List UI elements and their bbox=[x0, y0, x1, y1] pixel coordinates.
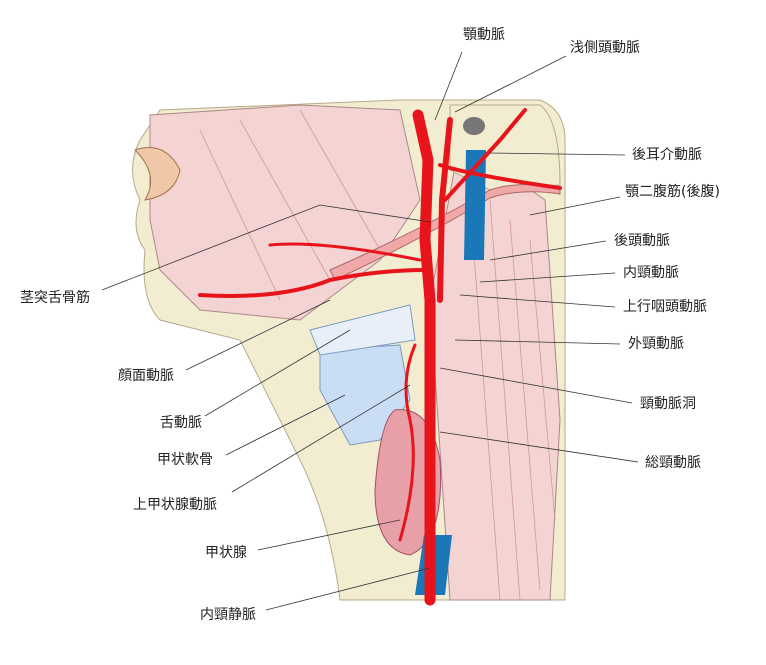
lingual-artery bbox=[268, 242, 422, 262]
superior-thyroid-artery bbox=[398, 343, 417, 542]
label-common-carotid-artery: 総頸動脈 bbox=[645, 455, 701, 471]
label-superficial-temporal-artery: 浅側頭動脈 bbox=[570, 40, 640, 56]
label-lingual-artery: 舌動脈 bbox=[160, 415, 202, 431]
leader-lines bbox=[101, 51, 639, 611]
label-superior-thyroid-artery: 上甲状腺動脈 bbox=[133, 497, 217, 513]
label-facial-artery: 顔面動脈 bbox=[118, 368, 174, 384]
label-digastric-posterior-belly: 顎二腹筋(後腹) bbox=[625, 184, 720, 200]
posterior-auricular-artery bbox=[438, 163, 562, 190]
label-thyroid-cartilage: 甲状軟骨 bbox=[157, 452, 213, 468]
label-ascending-pharyngeal-artery: 上行咽頭動脈 bbox=[623, 299, 707, 315]
label-internal-carotid-artery: 内頸動脈 bbox=[623, 265, 679, 281]
label-thyroid-gland: 甲状腺 bbox=[205, 545, 247, 561]
muscle-fibers bbox=[199, 109, 556, 601]
label-stylohyoid-muscle: 茎突舌骨筋 bbox=[20, 290, 90, 306]
common-carotid-artery bbox=[412, 109, 436, 606]
hyoid-bone bbox=[309, 304, 416, 356]
label-external-carotid-artery: 外頸動脈 bbox=[628, 336, 684, 352]
internal-jugular-vein-upper bbox=[464, 150, 486, 260]
facial-artery bbox=[198, 268, 427, 298]
label-internal-jugular-vein: 内頸静脈 bbox=[200, 607, 256, 623]
label-posterior-auricular-artery: 後耳介動脈 bbox=[632, 147, 702, 163]
ear-canal bbox=[463, 117, 485, 135]
label-carotid-sinus: 頸動脈洞 bbox=[640, 396, 696, 412]
label-maxillary-artery: 顎動脈 bbox=[463, 27, 505, 43]
internal-carotid-artery bbox=[437, 117, 453, 303]
label-occipital-artery: 後頭動脈 bbox=[614, 233, 670, 249]
occipital-artery bbox=[443, 108, 527, 202]
lips bbox=[134, 147, 181, 201]
arteries bbox=[198, 108, 562, 606]
